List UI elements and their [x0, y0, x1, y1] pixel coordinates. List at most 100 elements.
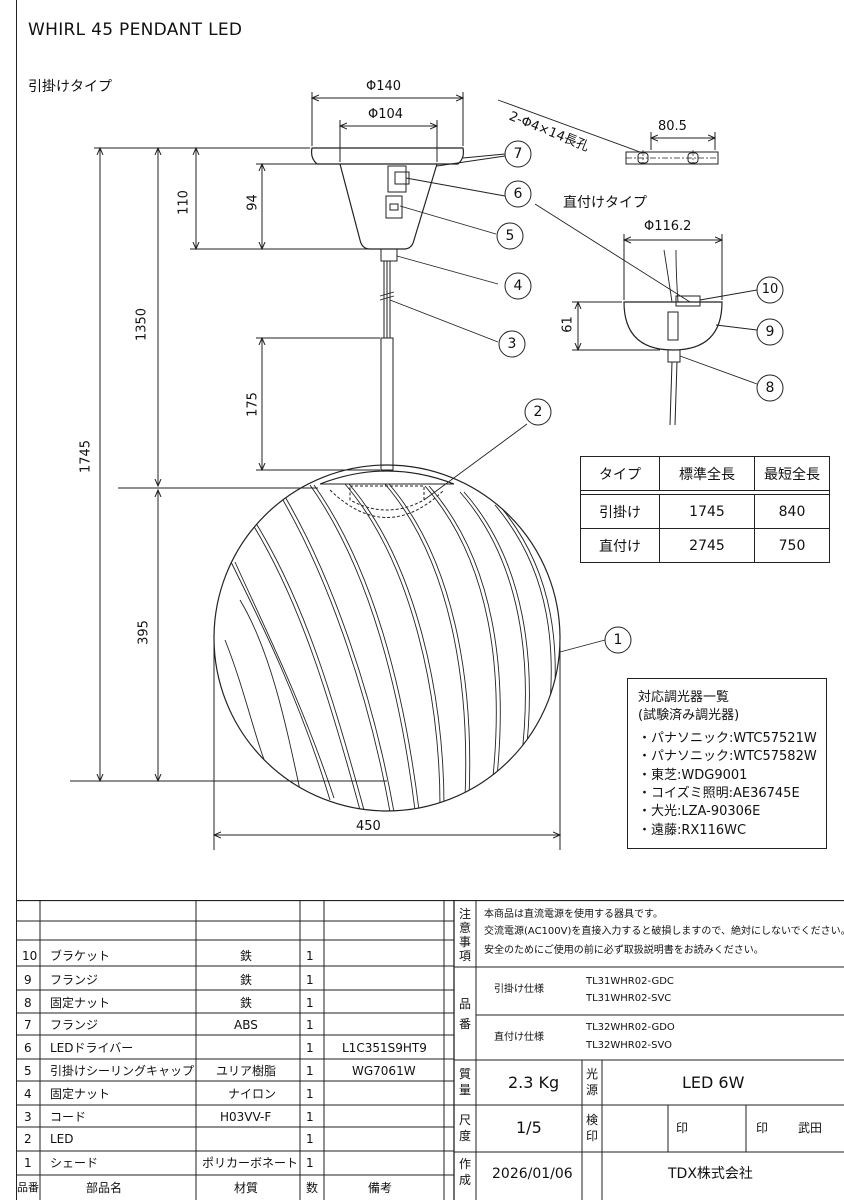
callout-10: 10 [761, 282, 779, 297]
parts-header-name: 部品名 [86, 1181, 123, 1195]
drawing-frame [16, 0, 844, 1200]
part-material: 鉄 [240, 996, 253, 1010]
part-qty: 1 [306, 1018, 314, 1032]
part-material: 鉄 [240, 949, 253, 963]
spec-header-standard: 標準全長 [659, 456, 755, 491]
part-no: 10 [22, 949, 38, 963]
part-material: ABS [234, 1018, 258, 1032]
part-name: フランジ [50, 1018, 99, 1032]
spec-row-direct-standard: 2745 [659, 528, 755, 563]
product-no-label-2: 番 [459, 1017, 472, 1031]
inspector-name: 武田 [798, 1121, 823, 1135]
spec-row-direct-shortest: 750 [754, 528, 830, 563]
part-no: 2 [24, 1132, 32, 1146]
cord-3 [380, 337, 394, 471]
dimmer-item: ・コイズミ照明:AE36745E [638, 786, 800, 802]
hook-code: TL31WHR02-SVC [586, 993, 672, 1004]
part-qty: 1 [306, 996, 314, 1010]
part-no: 5 [24, 1064, 32, 1078]
dim-80-5: 80.5 [658, 119, 687, 134]
part-qty: 1 [306, 1156, 314, 1170]
created-label-1: 作 [459, 1157, 472, 1171]
dim-175: 175 [245, 392, 261, 417]
part-material: ユリア樹脂 [216, 1064, 277, 1078]
notes-line: 安全のためにご使用の前に必ず取扱説明書をお読みください。 [484, 945, 764, 956]
callout-7: 7 [513, 146, 523, 162]
hook-type-label: 引掛けタイプ [28, 79, 112, 95]
direct-flange-9 [623, 301, 723, 351]
title-block-grid [16, 900, 844, 1200]
callout-2: 2 [533, 404, 543, 420]
callout-8: 8 [765, 380, 775, 396]
direct-code: TL32WHR02-SVO [586, 1040, 672, 1051]
part-qty: 1 [306, 1087, 314, 1101]
hook-spec-label: 引掛け仕様 [494, 984, 544, 995]
hook-code: TL31WHR02-GDC [586, 976, 674, 987]
light-label-2: 源 [586, 1083, 599, 1097]
dimmer-item: ・東芝:WDG9001 [638, 767, 748, 783]
dim-61: 61 [560, 316, 576, 333]
shade-swirl [224, 483, 560, 811]
created-label-2: 成 [459, 1173, 472, 1187]
parts-header-qty: 数 [306, 1181, 319, 1195]
inspection-seal-2: 印 [756, 1121, 769, 1135]
parts-header-note: 備考 [368, 1181, 393, 1195]
part-no: 6 [24, 1041, 32, 1055]
spec-row-hook-type: 引掛け [580, 494, 660, 529]
notes-label-4: 項 [459, 949, 472, 963]
part-name: フランジ [50, 973, 99, 987]
direct-type-label: 直付けタイプ [563, 195, 647, 211]
spec-row-direct-type: 直付け [580, 528, 660, 563]
mass-label-1: 質 [459, 1067, 472, 1081]
direct-nut-8 [667, 349, 681, 363]
product-no-label-1: 品 [459, 997, 472, 1011]
light-label-1: 光 [586, 1067, 599, 1081]
callout-9: 9 [765, 324, 775, 340]
notes-label-1: 注 [459, 907, 472, 921]
dimmer-title: 対応調光器一覧 [638, 690, 730, 705]
part-no: 7 [24, 1018, 32, 1032]
parts-header-no: 品番 [17, 1181, 39, 1194]
driver-6 [387, 165, 407, 193]
notes-line: 本商品は直流電源を使用する器具です。 [484, 909, 663, 920]
part-qty: 1 [306, 1064, 314, 1078]
inspection-label-2: 印 [586, 1129, 599, 1143]
light-value: LED 6W [682, 1073, 745, 1092]
dimmer-item: ・遠藤:RX116WC [638, 822, 747, 838]
part-no: 8 [24, 996, 32, 1010]
part-name: 引掛けシーリングキャップ [50, 1064, 195, 1078]
direct-code: TL32WHR02-GDO [586, 1022, 675, 1033]
part-name: コード [50, 1110, 87, 1124]
spec-header-shortest: 最短全長 [754, 456, 830, 491]
direct-spec-label: 直付け仕様 [494, 1032, 544, 1043]
part-material: 鉄 [240, 973, 253, 987]
scale-value: 1/5 [516, 1118, 542, 1137]
part-no: 9 [24, 973, 32, 987]
callout-3: 3 [507, 336, 517, 352]
part-qty: 1 [306, 1041, 314, 1055]
scale-label-2: 度 [459, 1129, 472, 1143]
part-note: WG7061W [352, 1064, 416, 1078]
notes-label-3: 事 [459, 935, 472, 949]
part-no: 3 [24, 1110, 32, 1124]
part-note: L1C351S9HT9 [342, 1041, 427, 1055]
notes-line: 交流電源(AC100V)を直接入力すると破損しますので、絶対にしないでください。 [484, 926, 844, 937]
callout-5: 5 [505, 228, 515, 244]
dim-d116-2: Φ116.2 [644, 219, 692, 234]
created-date: 2026/01/06 [492, 1166, 573, 1182]
scale-label-1: 尺 [459, 1113, 472, 1127]
length-spec-table: タイプ 標準全長 最短全長 引掛け 1745 840 直付け 2745 750 [580, 456, 830, 563]
notes-label-2: 意 [459, 921, 472, 935]
dim-1745: 1745 [78, 439, 94, 474]
spec-row-hook-standard: 1745 [659, 494, 755, 529]
part-no: 4 [24, 1087, 32, 1101]
part-qty: 1 [306, 1132, 314, 1146]
shade-1 [213, 464, 561, 812]
mass-value: 2.3 Kg [508, 1073, 560, 1092]
part-name: シェード [50, 1156, 99, 1170]
part-no: 1 [24, 1156, 32, 1170]
dimmer-item: ・パナソニック:WTC57521W [638, 730, 817, 746]
nut-4 [380, 248, 398, 262]
callout-4: 4 [513, 278, 523, 294]
inspection-label-1: 検 [586, 1113, 599, 1127]
